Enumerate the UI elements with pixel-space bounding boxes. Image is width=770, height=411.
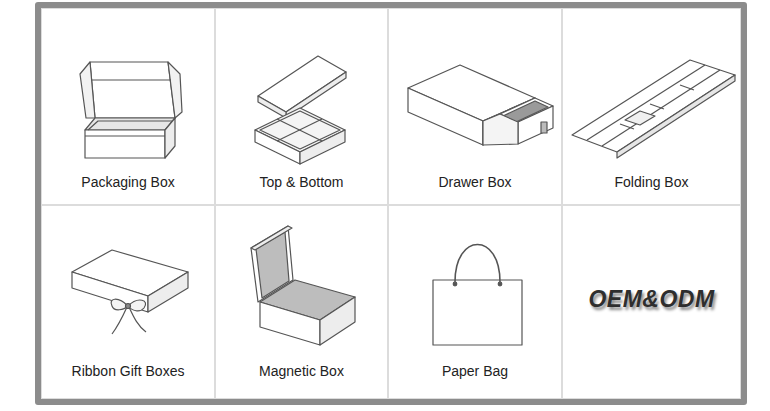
top-bottom-drawing xyxy=(255,56,346,164)
box-type-cell: Paper Bag xyxy=(388,205,562,399)
drawer-box-drawing xyxy=(408,65,553,145)
line-wrap: Drawer Box xyxy=(389,173,561,191)
line-wrap: Magnetic Box xyxy=(216,362,387,380)
ribbon-gift-box-drawing xyxy=(72,250,188,334)
box-label: Drawer Box xyxy=(438,173,511,191)
box-label: Magnetic Box xyxy=(259,362,344,380)
service-label: OEM&ODM xyxy=(588,285,714,313)
line-wrap: Folding Box xyxy=(563,173,740,191)
box-type-cell: Ribbon Gift Boxes xyxy=(41,205,215,399)
box-type-cell: Top & Bottom xyxy=(215,8,388,205)
box-type-cell: Folding Box xyxy=(562,8,741,205)
folding-box-drawing xyxy=(572,60,735,158)
box-type-cell: Drawer Box xyxy=(388,8,562,205)
line-wrap: Paper Bag xyxy=(389,362,561,380)
line-wrap: OEM&ODM xyxy=(563,285,740,313)
box-label: Folding Box xyxy=(615,173,689,191)
magnetic-box-drawing xyxy=(251,226,355,345)
line-wrap: Top & Bottom xyxy=(216,173,387,191)
line-wrap: Packaging Box xyxy=(42,173,214,191)
box-label: Paper Bag xyxy=(442,362,508,380)
packaging-box-drawing xyxy=(80,62,182,158)
box-label: Ribbon Gift Boxes xyxy=(72,362,185,380)
line-wrap: Ribbon Gift Boxes xyxy=(42,362,214,380)
box-type-cell: Magnetic Box xyxy=(215,205,388,399)
paper-bag-drawing xyxy=(433,245,522,346)
outer-frame xyxy=(38,5,744,402)
box-type-cell: Packaging Box xyxy=(41,8,215,205)
service-cell: OEM&ODM xyxy=(562,205,741,399)
box-label: Packaging Box xyxy=(81,173,174,191)
box-label: Top & Bottom xyxy=(259,173,343,191)
